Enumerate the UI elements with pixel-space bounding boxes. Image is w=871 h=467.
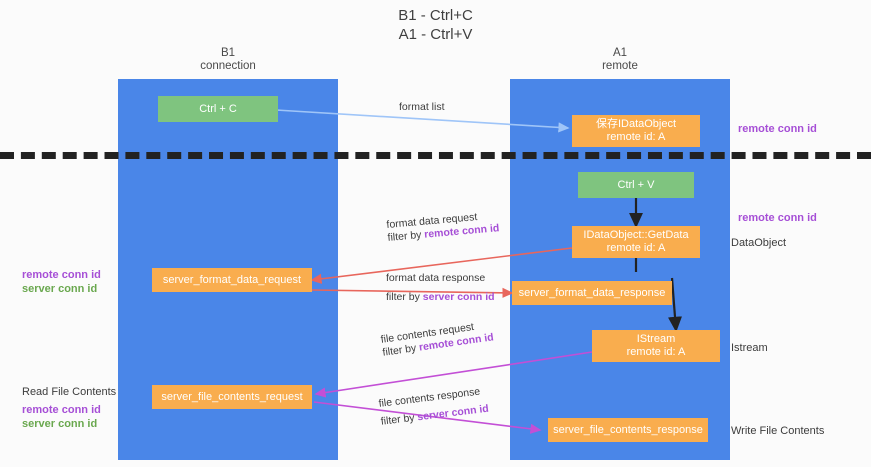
edge-file-contents-response — [313, 401, 542, 434]
column-header-a1: A1 remote — [510, 47, 730, 73]
node-idataobject-getdata-line2: remote id: A — [606, 242, 666, 254]
annotation-write-file-contents: Write File Contents — [731, 424, 824, 438]
annotation-dataobject-text: DataObject — [731, 237, 787, 249]
phase-divider — [0, 152, 871, 159]
edge-format-list — [275, 109, 570, 133]
edge-label-format-data-response-prefix: filter by — [386, 291, 423, 303]
column-header-a1-sub: remote — [602, 60, 638, 72]
edge-file-contents-request — [314, 351, 593, 398]
node-istream-line1: IStream — [636, 333, 676, 345]
column-header-b1: B1 connection — [118, 47, 338, 73]
page-title-line2: A1 - Ctrl+V — [398, 26, 473, 43]
annotation-left-bottom: Read File Contents remote conn id server… — [22, 385, 116, 431]
node-server-file-contents-response-label: server_file_contents_response — [553, 423, 703, 436]
node-server-format-data-request[interactable]: server_format_data_request — [152, 268, 312, 292]
annotation-read-file-contents: Read File Contents — [22, 386, 117, 398]
edge-label-format-data-response-line2: filter by server conn id — [386, 291, 495, 304]
annotation-dataobject: DataObject — [731, 236, 786, 250]
node-server-file-contents-request-label: server_file_contents_request — [161, 390, 303, 403]
node-server-file-contents-request[interactable]: server_file_contents_request — [152, 385, 312, 409]
node-save-idataobject-line2: remote id: A — [606, 131, 666, 143]
edge-format-data-request — [310, 247, 573, 284]
node-server-format-data-response[interactable]: server_format_data_response — [512, 281, 672, 305]
node-ctrl-c[interactable]: Ctrl + C — [158, 96, 278, 122]
page-title: B1 - Ctrl+C A1 - Ctrl+V — [0, 6, 871, 44]
node-save-idataobject[interactable]: 保存IDataObject remote id: A — [572, 115, 700, 147]
node-istream-line2: remote id: A — [626, 346, 686, 358]
page-title-line1: B1 - Ctrl+C — [398, 7, 473, 24]
annotation-left-mid-server: server conn id — [22, 283, 98, 295]
node-idataobject-getdata[interactable]: IDataObject::GetData remote id: A — [572, 226, 700, 258]
node-save-idataobject-line1: 保存IDataObject — [595, 118, 677, 130]
annotation-right-top: remote conn id — [738, 122, 817, 136]
node-ctrl-c-label: Ctrl + C — [199, 102, 237, 115]
node-server-format-data-request-label: server_format_data_request — [162, 273, 302, 286]
edge-label-format-data-response-line1: format data response — [386, 272, 486, 284]
annotation-left-bottom-server: server conn id — [22, 418, 98, 430]
annotation-right-mid-text: remote conn id — [738, 212, 817, 224]
column-header-a1-name: A1 — [612, 47, 628, 59]
node-ctrl-v-label: Ctrl + V — [617, 178, 655, 191]
node-ctrl-v[interactable]: Ctrl + V — [578, 172, 694, 198]
edge-label-format-list-text: format list — [399, 101, 445, 113]
column-header-b1-sub: connection — [200, 60, 256, 72]
annotation-left-mid-remote: remote conn id — [22, 269, 101, 281]
annotation-istream-text: Istream — [731, 342, 768, 354]
node-istream[interactable]: IStream remote id: A — [592, 330, 720, 362]
edge-label-format-data-request-prefix: filter by — [387, 228, 425, 244]
column-header-b1-name: B1 — [220, 47, 236, 59]
annotation-left-bottom-remote: remote conn id — [22, 404, 101, 416]
edge-response-to-istream — [667, 277, 683, 333]
annotation-right-mid: remote conn id — [738, 211, 817, 225]
node-server-file-contents-response[interactable]: server_file_contents_response — [548, 418, 708, 442]
node-server-format-data-response-label: server_format_data_response — [518, 286, 666, 299]
annotation-right-top-text: remote conn id — [738, 123, 817, 135]
edge-label-format-list: format list — [399, 101, 445, 114]
annotation-left-mid: remote conn id server conn id — [22, 268, 101, 296]
edge-label-format-data-response: format data response filter by server co… — [386, 272, 495, 304]
edge-format-data-response — [311, 287, 514, 298]
annotation-istream: Istream — [731, 341, 768, 355]
node-idataobject-getdata-line1: IDataObject::GetData — [583, 229, 689, 241]
edge-label-format-data-response-key: server conn id — [422, 291, 495, 303]
annotation-write-file-contents-text: Write File Contents — [731, 425, 825, 437]
